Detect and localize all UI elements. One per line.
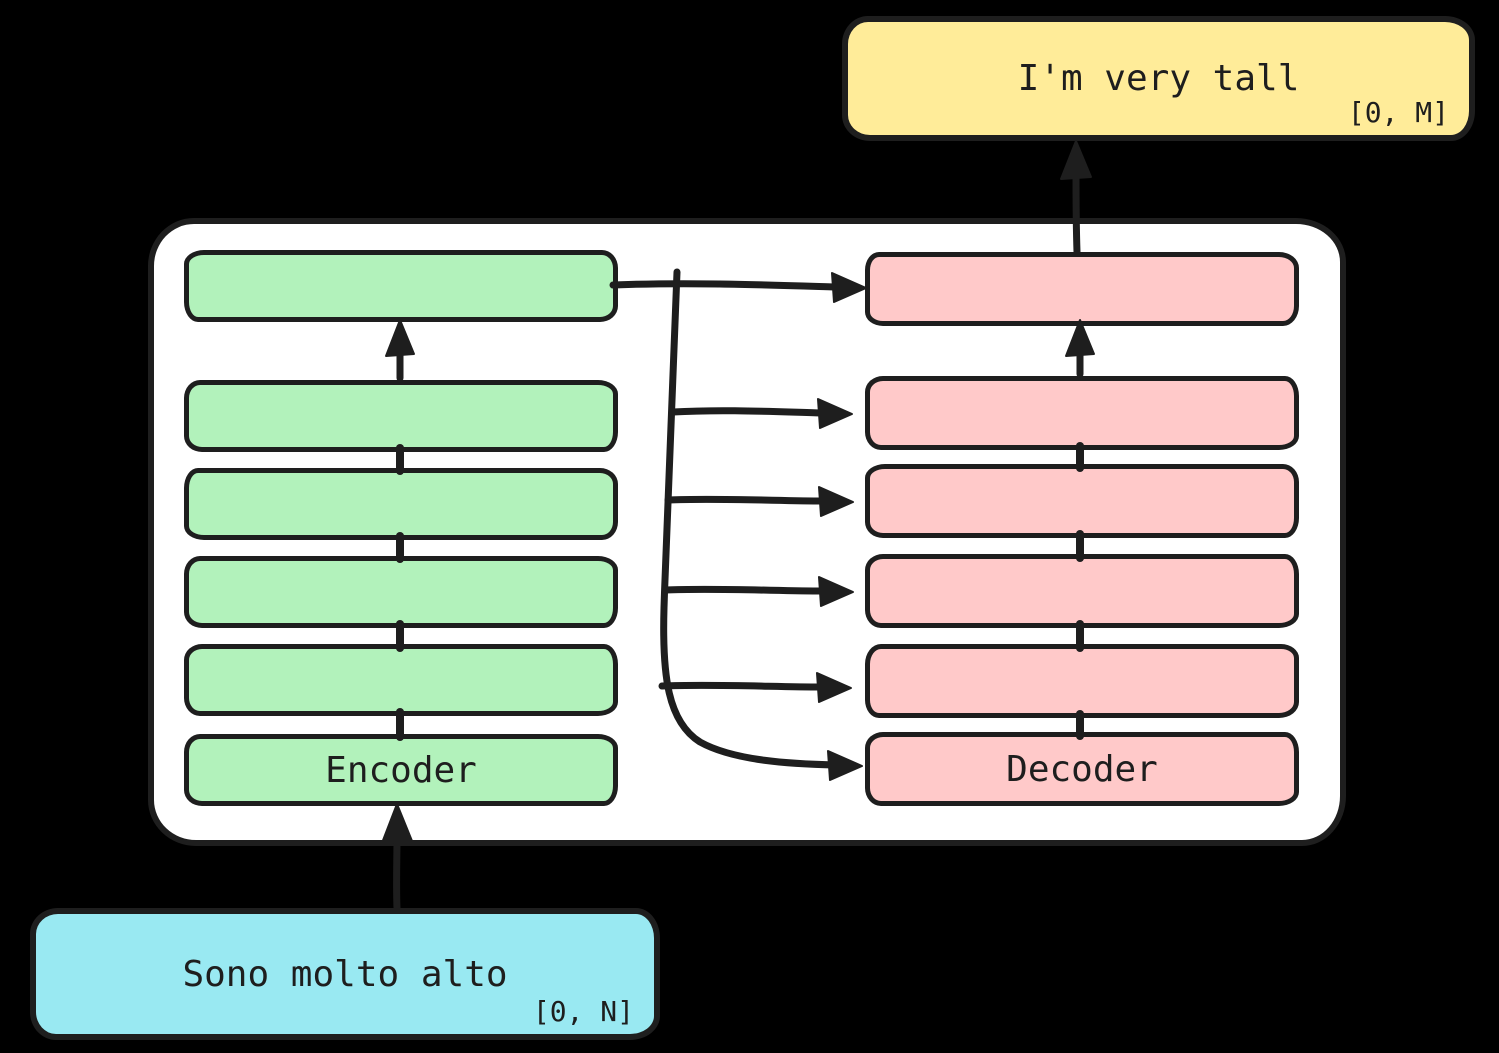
encoder-layer bbox=[184, 644, 618, 716]
input-text: Sono molto alto bbox=[182, 953, 508, 995]
input-text-box: Sono molto alto [0, N] bbox=[30, 908, 660, 1040]
decoder-layer bbox=[865, 464, 1299, 538]
input-range-label: [0, N] bbox=[532, 995, 634, 1028]
decoder-label: Decoder bbox=[1006, 748, 1158, 790]
encoder-layer bbox=[184, 250, 618, 322]
encoder-layer bbox=[184, 380, 618, 452]
decoder-layer bbox=[865, 644, 1299, 718]
decoder-layer bbox=[865, 376, 1299, 450]
encoder-label: Encoder bbox=[325, 749, 477, 791]
decoder-layer bbox=[865, 252, 1299, 326]
encoder-layer bbox=[184, 556, 618, 628]
encoder-label-box: Encoder bbox=[184, 734, 618, 806]
encoder-layer bbox=[184, 468, 618, 540]
decoder-label-box: Decoder bbox=[865, 732, 1299, 806]
decoder-layer bbox=[865, 554, 1299, 628]
output-text-box: I'm very tall [0, M] bbox=[842, 16, 1475, 141]
output-range-label: [0, M] bbox=[1347, 96, 1449, 129]
output-text: I'm very tall bbox=[1017, 58, 1300, 99]
